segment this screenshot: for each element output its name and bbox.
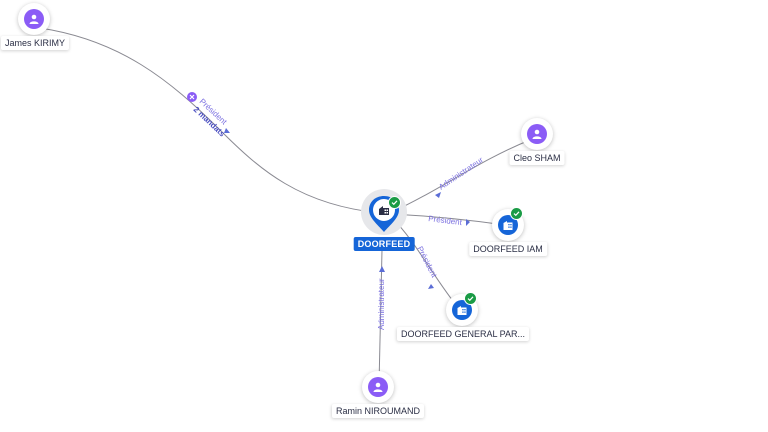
person-icon [24, 9, 44, 29]
edge-ramin-doorfeed [378, 249, 383, 386]
edge-arrow [428, 284, 434, 289]
edge-arrow [379, 266, 385, 272]
edge-arrow [224, 128, 230, 133]
node-james-kirimy[interactable] [18, 3, 50, 35]
edge-label-iam-role: Président [428, 214, 463, 227]
node-doorfeed-iam[interactable] [492, 207, 524, 241]
edge-james-doorfeed [39, 27, 381, 214]
node-label-doorfeed: DOORFEED [353, 237, 415, 251]
verified-check-icon [464, 292, 477, 305]
node-label-ramin: Ramin NIROUMAND [331, 404, 425, 418]
map-pin-icon [361, 189, 407, 235]
edge-label-cleo-role: Administrateur [437, 155, 485, 191]
edge-cleo-doorfeed [391, 139, 531, 213]
person-icon [527, 124, 547, 144]
edge-arrow [466, 219, 470, 226]
building-icon [498, 215, 518, 235]
verified-check-icon [510, 207, 523, 220]
node-label-doorfeed-iam: DOORFEED IAM [469, 242, 547, 256]
node-label-doorfeed-gp: DOORFEED GENERAL PAR... [396, 327, 530, 341]
edge-arrow [435, 192, 441, 198]
node-ramin-niroumand[interactable] [362, 371, 394, 403]
node-label-cleo: Cleo SHAM [509, 151, 565, 165]
building-icon [452, 300, 472, 320]
edge-label-ramin-role: Administrateur [377, 278, 386, 330]
node-label-james: James KIRIMY [0, 36, 70, 50]
verified-check-icon [388, 196, 401, 209]
node-doorfeed[interactable] [360, 188, 408, 236]
node-doorfeed-general-par[interactable] [446, 292, 478, 326]
node-cleo-sham[interactable] [521, 118, 553, 150]
edge-label-gp-role: Président [415, 245, 439, 280]
person-icon [368, 377, 388, 397]
